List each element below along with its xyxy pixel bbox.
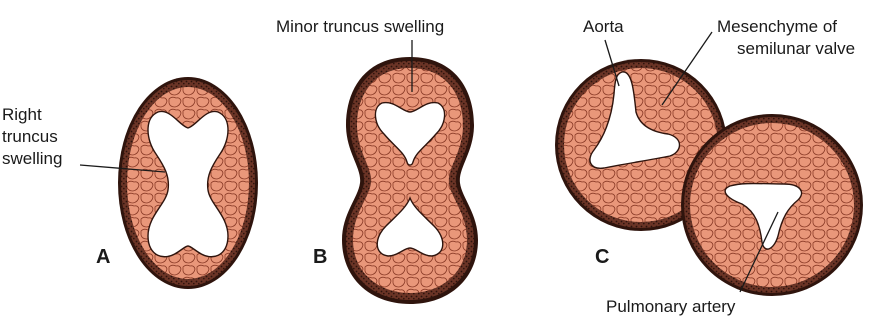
label-right-line1: Right: [2, 105, 42, 124]
label-right-line3: swelling: [2, 149, 62, 168]
label-aorta-text: Aorta: [583, 17, 624, 36]
panel-letter-a: A: [96, 246, 110, 268]
panel-a-vessel: [118, 77, 258, 289]
label-mesenchyme-line1: Mesenchyme of: [717, 17, 837, 36]
label-minor-text: Minor truncus swelling: [276, 17, 444, 36]
panel-letter-b: B: [313, 246, 327, 268]
pulmonary-vessel: [681, 114, 863, 296]
label-pulmonary-text: Pulmonary artery: [606, 297, 736, 316]
panel-b-vessel: [342, 57, 478, 304]
label-right-line2: truncus: [2, 127, 58, 146]
label-mesenchyme-line2: semilunar valve: [737, 39, 855, 58]
panel-letter-c: C: [595, 246, 609, 268]
